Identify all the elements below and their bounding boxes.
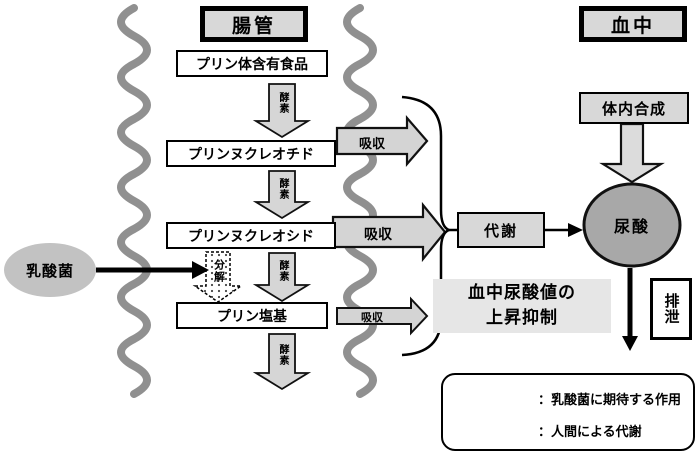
purine-nucleoside-box: プリンヌクレオシド	[166, 222, 336, 249]
suppression-line1: 血中尿酸値の	[468, 283, 576, 303]
absorption-label-3: 吸収	[361, 312, 383, 324]
enzyme-arrow-4-label: 酵素	[277, 344, 288, 366]
metabolism-box: 代謝	[457, 212, 545, 248]
purine-base-box: プリン塩基	[176, 302, 328, 329]
absorption-label-2: 吸収	[364, 226, 392, 242]
enzyme-arrow-3	[252, 252, 312, 303]
purine-base-label: プリン塩基	[217, 307, 287, 324]
enzyme-arrow-2	[252, 170, 312, 220]
bacteria-decompose-label: 分解	[212, 259, 225, 283]
bacteria-ellipse	[4, 243, 96, 297]
intestine-wall-right-wave	[343, 4, 377, 398]
excretion-label: 排泄	[662, 293, 680, 325]
purine-nucleoside-label: プリンヌクレオシド	[188, 227, 314, 244]
excretion-arrowhead	[622, 336, 638, 351]
bacteria-decompose-arrow	[192, 251, 244, 303]
metabolism-to-uric-arrowhead	[568, 223, 583, 237]
absorption-arrow-2	[331, 201, 447, 263]
intestine-wall-left-wave	[117, 4, 151, 398]
uric-acid-label: 尿酸	[613, 219, 650, 236]
legend-dotted-label: ：乳酸菌に期待する作用	[538, 392, 682, 407]
excretion-box: 排泄	[650, 278, 692, 340]
uric-acid-ellipse	[582, 182, 682, 268]
absorption-label-1: 吸収	[358, 136, 385, 151]
enzyme-arrow-2-label: 酵素	[277, 178, 288, 200]
bacteria-arrowhead	[192, 261, 209, 279]
purine-nucleotide-label: プリンヌクレオチド	[188, 145, 314, 162]
enzyme-arrow-1-label: 酵素	[277, 92, 288, 114]
blood-header: 血中	[579, 6, 687, 42]
legend-box	[441, 373, 695, 451]
suppression-line2: 上昇抑制	[486, 308, 558, 327]
metabolism-label: 代謝	[483, 222, 518, 240]
purine-nucleotide-box: プリンヌクレオチド	[166, 140, 336, 167]
intestine-header-label: 腸管	[231, 15, 276, 37]
bacteria-label: 乳酸菌	[25, 262, 74, 280]
blood-header-label: 血中	[610, 15, 655, 37]
enzyme-arrow-3-label: 酵素	[277, 260, 288, 282]
suppression-note: 血中尿酸値の 上昇抑制	[433, 279, 611, 333]
synthesis-box: 体内合成	[579, 92, 689, 124]
enzyme-arrow-1	[252, 83, 312, 139]
purine-food-label: プリン体含有食品	[196, 55, 308, 72]
synthesis-label: 体内合成	[601, 100, 666, 118]
purine-food-box: プリン体含有食品	[176, 50, 328, 77]
absorption-arrow-3	[336, 296, 429, 336]
enzyme-arrow-4	[252, 333, 312, 391]
synthesis-down-arrow	[599, 122, 665, 184]
intestine-header: 腸管	[200, 6, 308, 42]
legend-gray-label: ：人間による代謝	[538, 424, 642, 439]
absorption-arrow-1	[335, 115, 429, 167]
